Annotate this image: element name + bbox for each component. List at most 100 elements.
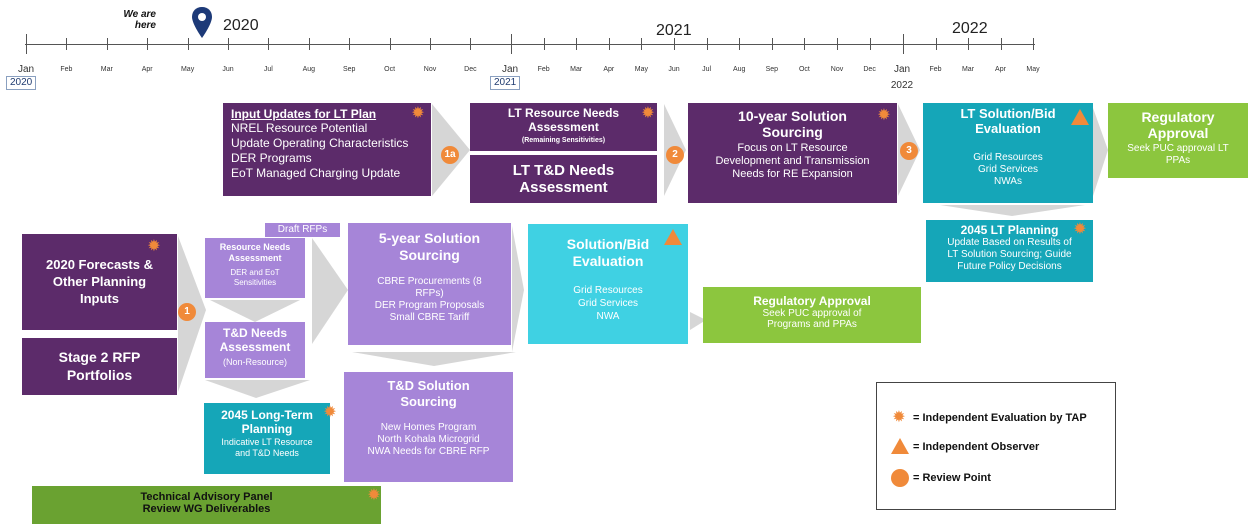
timeline-tick xyxy=(739,38,741,50)
month-label: Feb xyxy=(929,66,942,73)
month-label: Aug xyxy=(302,66,316,73)
resource-needs-title: Resource Needs Assessment xyxy=(219,242,291,263)
timeline-tick xyxy=(26,34,27,54)
timeline-tick xyxy=(837,38,838,50)
triangle-icon xyxy=(891,438,909,454)
lt-resource-needs-title: LT Resource Needs Assessment xyxy=(507,106,620,134)
timeline-tick xyxy=(430,38,431,50)
month-label: Mar xyxy=(100,66,113,73)
year-2020-label: 2020 xyxy=(223,17,259,34)
input-updates-line-4: EoT Managed Charging Update xyxy=(231,166,401,180)
lt-td-needs-title: LT T&D Needs Assessment xyxy=(512,162,615,196)
timeline-axis xyxy=(25,44,1035,45)
circle-icon xyxy=(891,469,909,487)
lt-solution-bid-line-1: Grid Resources xyxy=(973,152,1043,163)
month-label: Feb xyxy=(60,66,73,73)
input-updates-line-2: Update Operating Characteristics xyxy=(231,136,409,150)
timeline-tick xyxy=(641,38,643,50)
month-label: May xyxy=(634,66,649,73)
timeline-tick xyxy=(1033,38,1034,50)
month-label: Sep xyxy=(342,66,356,73)
month-label: Mar xyxy=(961,66,975,73)
stage2-title: Stage 2 RFP Portfolios xyxy=(58,349,141,383)
td-solution-title: T&D Solution Sourcing xyxy=(387,378,470,409)
map-pin-icon xyxy=(192,7,212,38)
long-term-2045-line-2: and T&D Needs xyxy=(235,448,299,458)
month-label: Jun xyxy=(222,66,234,73)
lt-planning-2045-line-1: Update Based on Results of xyxy=(947,237,1072,248)
tap-sub: Review WG Deliverables xyxy=(142,503,271,515)
five-year-line-1: CBRE Procurements (8 xyxy=(377,276,482,287)
draft-rfps-title: Draft RFPs xyxy=(277,224,328,235)
td-solution-line-1: New Homes Program xyxy=(380,422,477,433)
stage2-box: Stage 2 RFP Portfolios xyxy=(22,338,177,395)
timeline-tick xyxy=(66,38,68,50)
legend-tap: = Independent Evaluation by TAP xyxy=(913,412,1087,424)
lt-planning-2045-box: 2045 LT Planning Update Based on Results… xyxy=(926,220,1093,282)
month-label: Oct xyxy=(798,66,810,73)
timeline-tick xyxy=(187,38,189,50)
legend-observer: = Independent Observer xyxy=(913,441,1040,453)
timeline-tick xyxy=(308,38,310,50)
box-2020: 2020 xyxy=(6,76,37,90)
long-term-2045-box: 2045 Long-Term Planning Indicative LT Re… xyxy=(204,403,330,474)
regulatory-mid-line-2: Programs and PPAs xyxy=(767,319,857,330)
ten-year-line-2: Development and Transmission xyxy=(715,155,870,167)
input-updates-line-1: NREL Resource Potential xyxy=(231,121,368,135)
gear-icon: ✹ xyxy=(323,404,337,421)
gear-icon: ✹ xyxy=(641,105,655,122)
five-year-line-3: DER Program Proposals xyxy=(374,300,485,311)
five-year-title: 5-year Solution Sourcing xyxy=(378,230,481,263)
solution-bid-title: Solution/Bid Evaluation xyxy=(566,236,650,269)
lt-resource-needs-box: LT Resource Needs Assessment (Remaining … xyxy=(470,103,657,151)
month-label: May xyxy=(1026,66,1040,73)
five-year-line-2: RFPs) xyxy=(415,288,444,299)
regulatory-approval-mid-box: Regulatory Approval Seek PUC approval of… xyxy=(703,287,921,343)
jan-2022-label: Jan xyxy=(893,64,911,75)
timeline-tick xyxy=(968,38,969,50)
gear-icon: ✹ xyxy=(877,107,891,124)
label-2022: 2022 xyxy=(890,80,914,91)
jan-2020-label: Jan xyxy=(17,64,35,75)
timeline-tick xyxy=(935,38,937,50)
review-point-1: 1 xyxy=(178,303,196,321)
timeline-tick xyxy=(869,38,871,50)
lt-solution-bid-title: LT Solution/Bid Evaluation xyxy=(960,106,1056,136)
timeline-tick xyxy=(576,38,578,50)
regulatory-mid-title: Regulatory Approval xyxy=(753,294,871,308)
lt-resource-needs-sub: (Remaining Sensitivities) xyxy=(521,137,606,144)
month-label: Apr xyxy=(995,66,1006,73)
timeline-tick xyxy=(228,38,229,50)
lt-solution-bid-line-2: Grid Services xyxy=(977,164,1038,175)
timeline-tick xyxy=(1000,38,1002,50)
box-2021: 2021 xyxy=(490,76,521,90)
timeline-tick xyxy=(706,38,708,50)
month-label: Aug xyxy=(732,66,746,73)
lt-solution-bid-line-3: NWAs xyxy=(994,176,1022,187)
month-label: Oct xyxy=(384,66,396,73)
regulatory-approval-top-box: Regulatory Approval Seek PUC approval LT… xyxy=(1108,103,1248,178)
solution-bid-line-1: Grid Resources xyxy=(573,285,643,296)
triangle-icon xyxy=(1071,109,1089,125)
ten-year-sourcing-box: 10-year Solution Sourcing Focus on LT Re… xyxy=(688,103,897,203)
td-needs-sub: (Non-Resource) xyxy=(222,357,288,367)
lt-planning-2045-line-2: LT Solution Sourcing; Guide xyxy=(947,249,1072,260)
resource-needs-box: Resource Needs Assessment DER and EoT Se… xyxy=(205,238,305,298)
timeline-tick xyxy=(674,38,675,50)
year-2021-label: 2021 xyxy=(656,22,692,39)
tap-title: Technical Advisory Panel xyxy=(140,491,273,503)
month-label: Dec xyxy=(863,66,876,73)
review-point-3: 3 xyxy=(900,142,918,160)
we-are-here-label: We are here xyxy=(123,9,156,31)
timeline-tick xyxy=(470,38,472,50)
review-point-1a: 1a xyxy=(441,146,459,164)
regulatory-top-line-2: PPAs xyxy=(1165,155,1191,166)
timeline-tick xyxy=(608,38,610,50)
month-label: Nov xyxy=(830,66,844,73)
gear-icon: ✹ xyxy=(147,238,161,255)
lt-planning-2045-title: 2045 LT Planning xyxy=(960,223,1059,237)
td-solution-sourcing-box: T&D Solution Sourcing New Homes Program … xyxy=(344,372,513,482)
legend-review: = Review Point xyxy=(913,472,991,484)
timeline-tick xyxy=(147,38,149,50)
